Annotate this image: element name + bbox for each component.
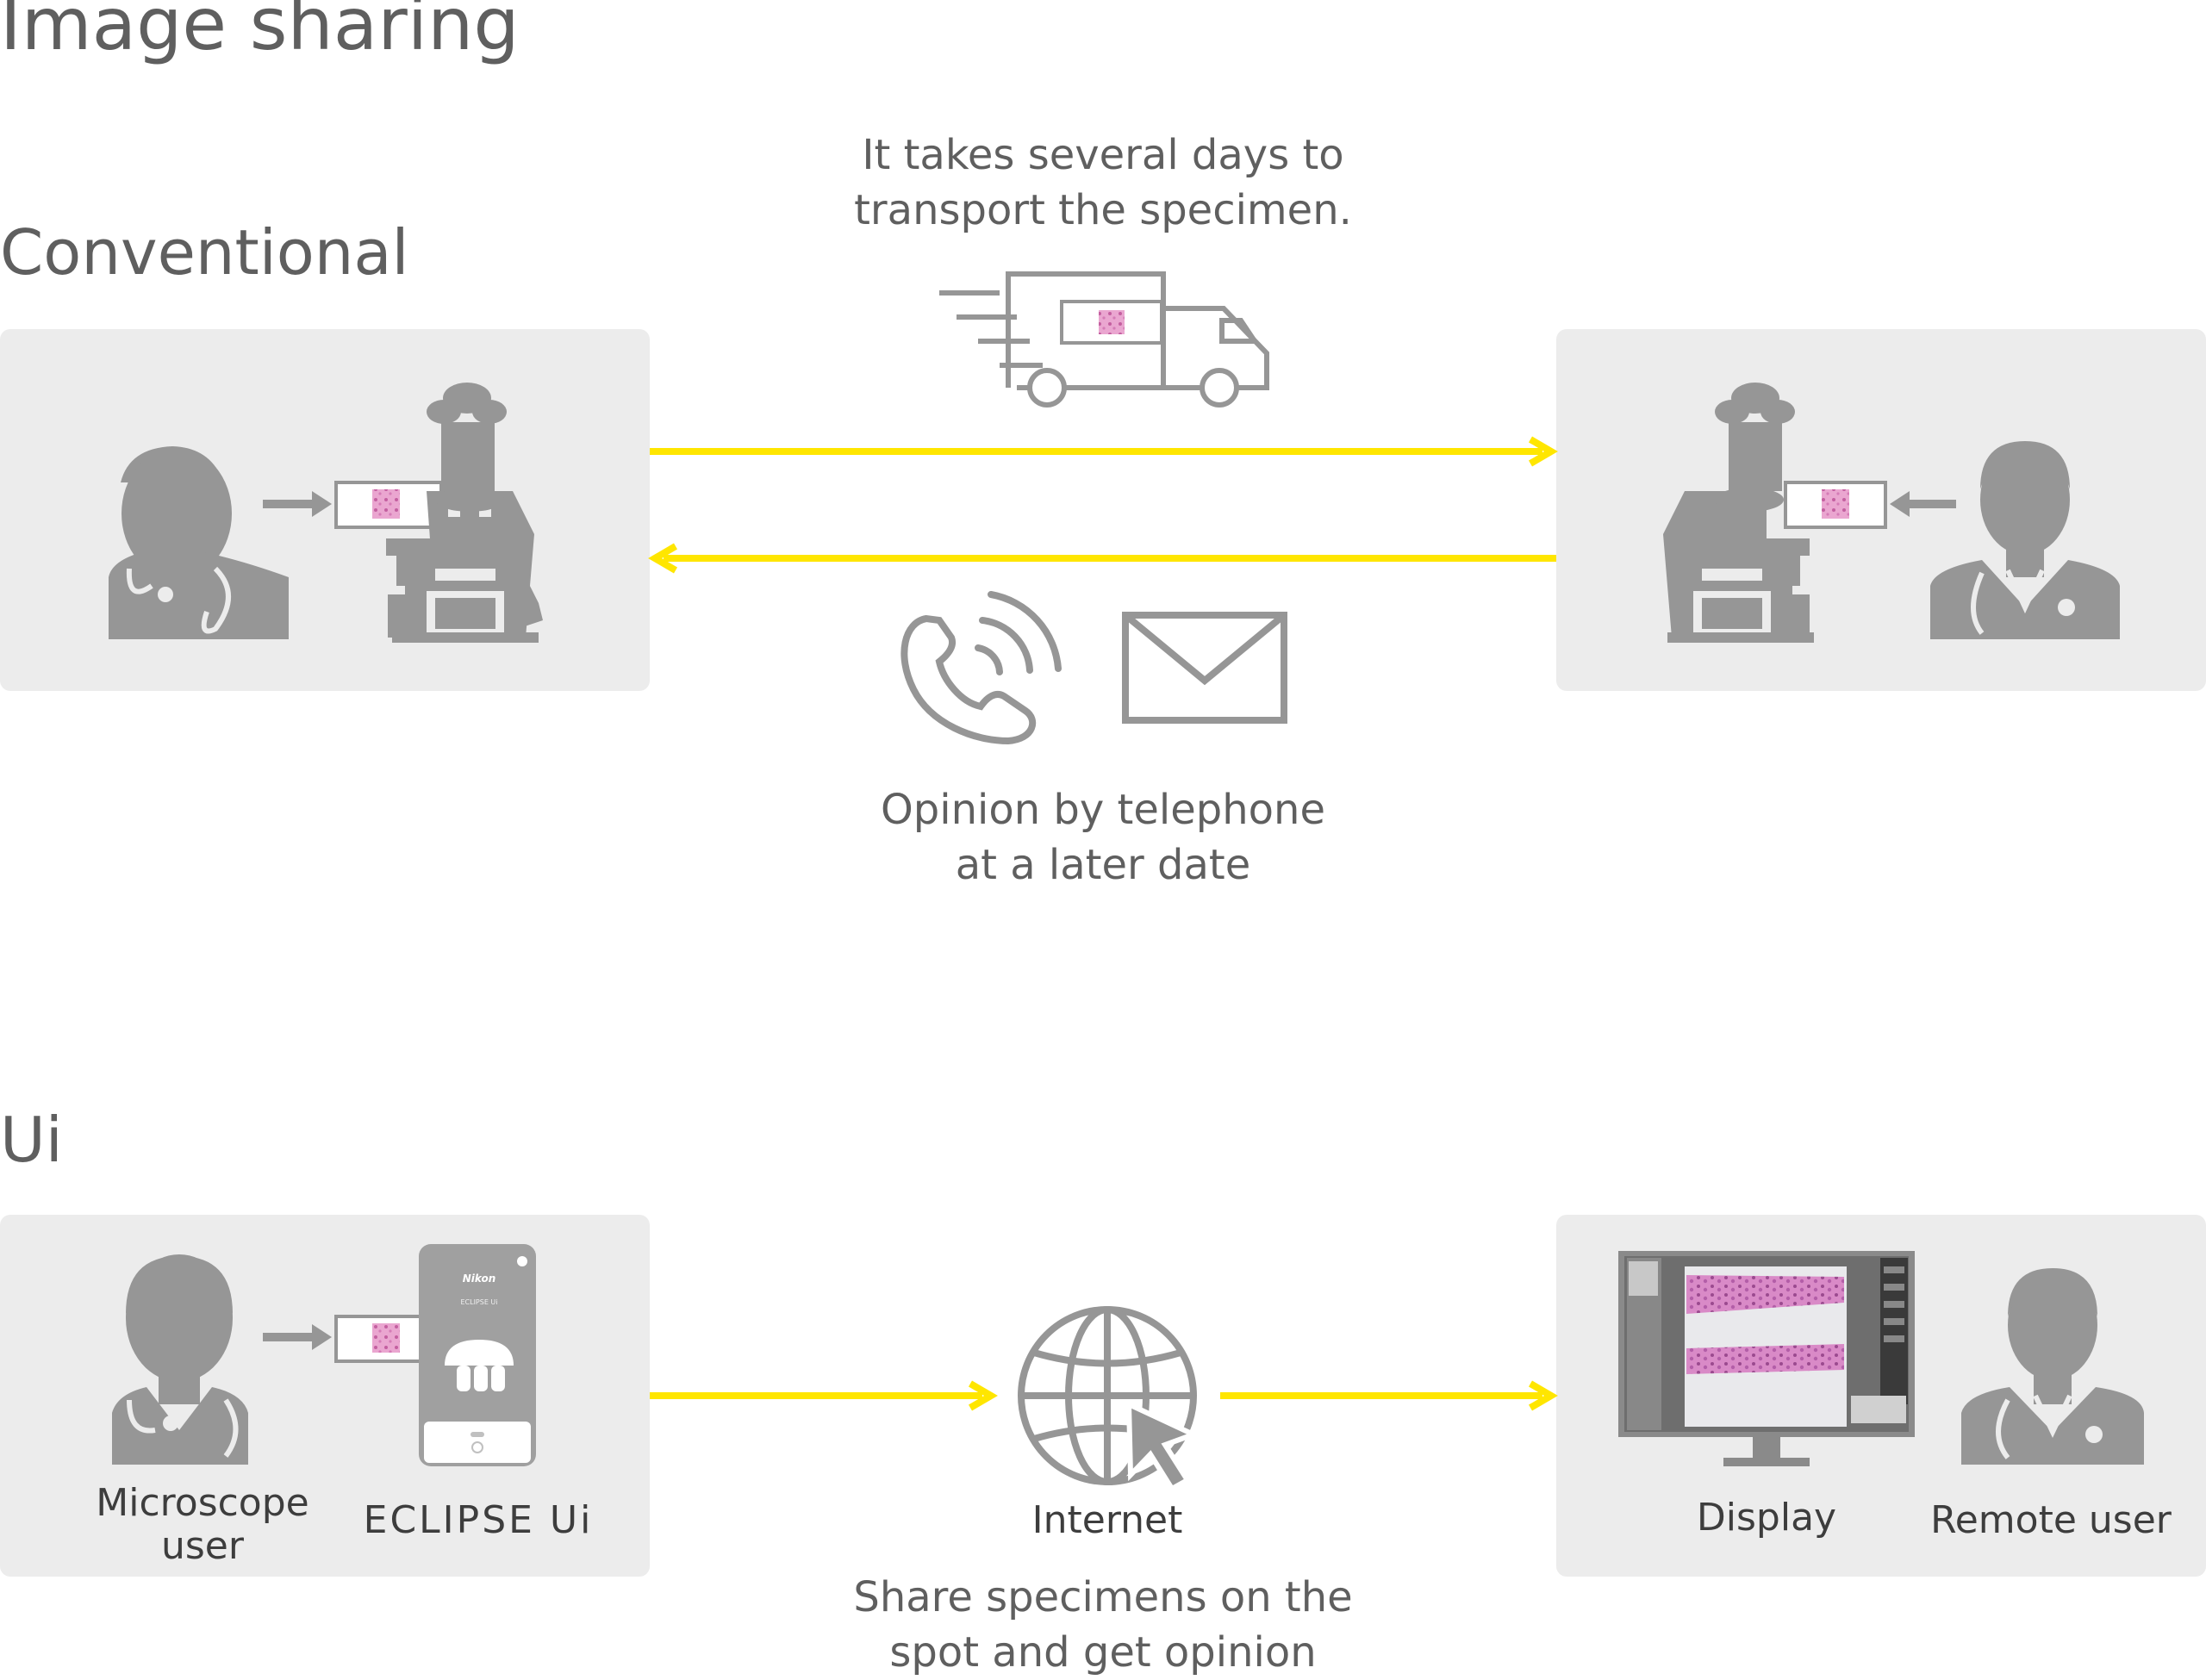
- display-icon: [1618, 1251, 1915, 1466]
- slide-icon: [334, 481, 443, 529]
- doctor-icon: [1930, 441, 2120, 639]
- share-caption-line-2: spot and get opinion: [889, 1628, 1317, 1677]
- doctor-icon: [109, 446, 289, 639]
- ui-heading: Ui: [0, 1104, 63, 1176]
- opinion-caption-line-1: Opinion by telephone: [881, 786, 1325, 834]
- eclipse-ui-label: ECLIPSE Ui: [363, 1498, 594, 1542]
- send-specimen-arrow: [650, 436, 1558, 467]
- remote-user-icon: [1961, 1268, 2144, 1465]
- ui-sender-panel: [0, 1215, 650, 1577]
- page-title: Image sharing: [0, 0, 520, 66]
- microscope-user-label: Microscope user: [69, 1482, 336, 1568]
- share-caption: Share specimens on the spot and get opin…: [758, 1570, 1448, 1680]
- opinion-caption-line-2: at a later date: [955, 841, 1251, 889]
- envelope-icon: [1122, 612, 1287, 724]
- opinion-caption: Opinion by telephone at a later date: [758, 782, 1448, 893]
- microscope-user-label-line-1: Microscope: [96, 1481, 309, 1525]
- display-label: Display: [1696, 1496, 1837, 1540]
- microscope-icon: [386, 383, 543, 643]
- device-brand: Nikon: [463, 1272, 496, 1285]
- eclipse-ui-device-icon: Nikon ECLIPSE Ui: [419, 1244, 536, 1466]
- cursor-icon: [1125, 1400, 1200, 1493]
- internet-label: Internet: [1031, 1498, 1183, 1542]
- insert-arrow-icon: [263, 1324, 332, 1350]
- device-model: ECLIPSE Ui: [460, 1298, 497, 1306]
- download-arrow: [1220, 1380, 1558, 1411]
- conventional-heading: Conventional: [0, 216, 409, 289]
- transport-caption: It takes several days to transport the s…: [758, 128, 1448, 238]
- upload-arrow: [650, 1380, 998, 1411]
- remote-user-label: Remote user: [1930, 1498, 2172, 1542]
- share-caption-line-1: Share specimens on the: [853, 1573, 1353, 1621]
- phone-icon: [900, 591, 1062, 745]
- microscope-icon: [1663, 383, 1814, 643]
- conventional-sender-panel: [0, 329, 650, 691]
- slide-icon: [1784, 481, 1887, 529]
- doctor-icon: [112, 1254, 248, 1465]
- transport-caption-line-2: transport the specimen.: [854, 186, 1352, 234]
- microscope-user-label-line-2: user: [161, 1524, 244, 1568]
- transport-caption-line-1: It takes several days to: [862, 131, 1344, 179]
- return-opinion-arrow: [648, 543, 1556, 574]
- insert-arrow-icon: [263, 491, 332, 517]
- insert-arrow-icon: [1890, 491, 1956, 517]
- truck-icon: [939, 271, 1269, 408]
